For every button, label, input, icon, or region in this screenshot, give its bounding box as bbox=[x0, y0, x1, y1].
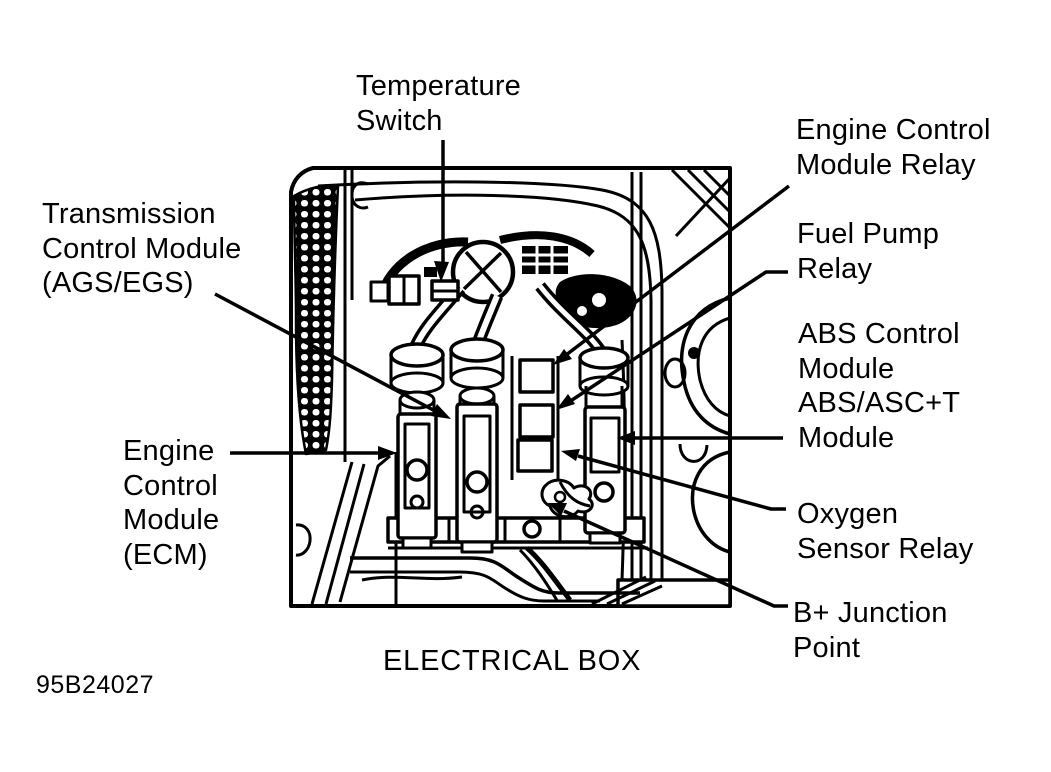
drawing-border bbox=[289, 166, 732, 608]
callout-leaders bbox=[214, 140, 791, 608]
leader-fuel-pump-relay bbox=[556, 270, 788, 410]
drawing-number: 95B24027 bbox=[36, 671, 155, 699]
leader-engine-control-module-relay bbox=[553, 184, 791, 365]
label-transmission-control-module: Transmission Control Module (AGS/EGS) bbox=[42, 198, 242, 299]
relay-bank bbox=[510, 356, 560, 484]
label-engine-control-module-relay: Engine Control Module Relay bbox=[796, 114, 991, 181]
lower-panel bbox=[350, 546, 732, 608]
label-oxygen-sensor-relay: Oxygen Sensor Relay bbox=[797, 498, 974, 565]
cowl-curves bbox=[317, 172, 664, 604]
body-panel-lines bbox=[295, 170, 398, 605]
label-abs-control-module: ABS Control Module ABS/ASC+T Module bbox=[798, 318, 961, 454]
leader-temperature-switch bbox=[434, 140, 449, 282]
leader-transmission-control-module bbox=[214, 292, 451, 419]
label-b-plus-junction-point: B+ Junction Point bbox=[793, 597, 948, 664]
ecm-module bbox=[389, 342, 445, 550]
leader-engine-control-module bbox=[230, 446, 397, 460]
leader-b-plus-junction-point bbox=[548, 503, 788, 608]
right-fender-panel bbox=[663, 168, 732, 554]
leader-abs-control-module bbox=[617, 431, 783, 445]
label-temperature-switch: Temperature Switch bbox=[356, 70, 521, 137]
mesh-grille bbox=[292, 184, 340, 456]
wiring-harness bbox=[369, 231, 637, 354]
temperature-switch-component bbox=[430, 279, 460, 302]
label-fuel-pump-relay: Fuel Pump Relay bbox=[797, 218, 940, 285]
label-engine-control-module: Engine Control Module (ECM) bbox=[123, 435, 220, 571]
transmission-control-module-component bbox=[449, 337, 505, 554]
figure-caption: ELECTRICAL BOX bbox=[383, 645, 642, 677]
leader-oxygen-sensor-relay bbox=[561, 449, 786, 511]
